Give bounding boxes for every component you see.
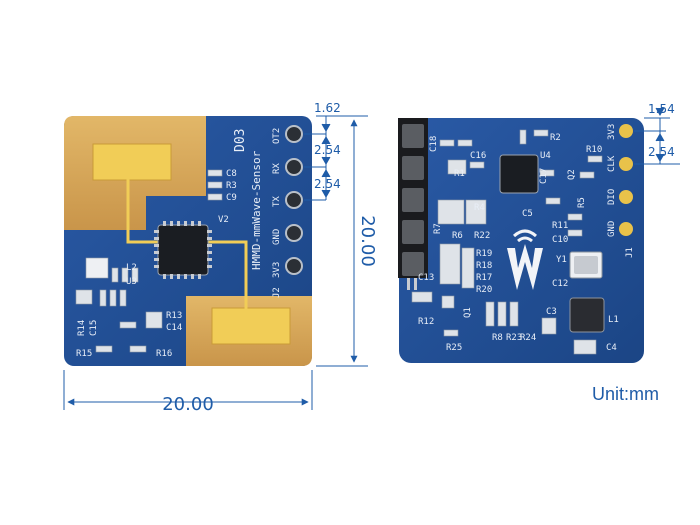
back-ref: R12 (418, 317, 434, 327)
back-ref: R7 (433, 223, 443, 234)
back-ref: C5 (522, 209, 533, 219)
board-width-label: 20.00 (162, 394, 214, 415)
back-ref: C4 (606, 343, 617, 353)
front-ref: R15 (76, 349, 92, 359)
back-ref: C18 (429, 136, 439, 152)
front-pin-label-5: 3V3 (272, 262, 282, 278)
back-ref: R19 (476, 249, 492, 259)
back-pitch-1-label: 2.54 (648, 145, 675, 159)
front-ref: L2 (126, 263, 137, 273)
back-ref: R22 (474, 231, 490, 241)
back-ref: R11 (552, 221, 568, 231)
back-ref: R17 (476, 273, 492, 283)
revision-silk: D03 (233, 129, 248, 152)
back-ref: C10 (552, 235, 568, 245)
back-ref: R2 (550, 133, 561, 143)
back-pin-label-2: CLK (607, 155, 617, 172)
front-ref: C9 (226, 193, 237, 203)
back-ref: Q1 (463, 307, 473, 318)
back-ref: R24 (520, 333, 536, 343)
mcu-chip (499, 154, 539, 194)
front-ref: C14 (166, 323, 182, 333)
back-connector-ref: J1 (625, 247, 635, 258)
back-ref: L1 (608, 315, 619, 325)
back-ref: C3 (546, 307, 557, 317)
front-pitch-top-label: 1.62 (314, 101, 341, 115)
back-pin-label-3: DIO (607, 189, 617, 205)
back-pin-label-4: GND (607, 221, 617, 237)
manufacturer-logo (507, 229, 543, 290)
back-pin-label-1: 3V3 (607, 124, 617, 140)
unit-label: Unit:mm (592, 384, 659, 404)
antenna-patch-bottom (211, 307, 291, 345)
front-pitch-2-label: 2.54 (314, 177, 341, 191)
back-ref: U4 (540, 151, 551, 161)
back-board: 3V3 CLK DIO GND J1 C18 R1 C16 R2 U4 Q2 R… (398, 118, 644, 363)
back-ref: R5 (577, 197, 587, 208)
back-ref: R10 (586, 145, 602, 155)
front-ref: U3 (126, 277, 137, 287)
inductor (569, 297, 605, 333)
front-ref: R3 (226, 181, 237, 191)
back-ref: Q2 (567, 169, 577, 180)
back-ref: C16 (470, 151, 486, 161)
back-ref: C12 (552, 279, 568, 289)
radar-chip (157, 224, 209, 276)
front-pin-label-4: GND (272, 229, 282, 245)
product-name-silk: HMMD-mmWave-Sensor (250, 150, 263, 270)
front-pin-label-3: TX (272, 196, 282, 207)
front-ref: C15 (89, 320, 99, 336)
back-ref: R23 (506, 333, 522, 343)
front-dimensions (63, 115, 368, 410)
front-pin-label-1: OT2 (272, 128, 282, 144)
front-board: HMMD-mmWave-Sensor D03 OT2 RX TX GND 3V3… (64, 116, 312, 366)
front-pitch-1-label: 2.54 (314, 143, 341, 157)
front-pin-label-2: RX (272, 163, 282, 174)
back-ref: R18 (476, 261, 492, 271)
back-ref: R6 (452, 231, 463, 241)
back-ref: C13 (418, 273, 434, 283)
back-dimensions (634, 107, 680, 165)
front-ref: R13 (166, 311, 182, 321)
board-height-label: 20.00 (357, 215, 378, 267)
back-ref: C17 (539, 168, 549, 184)
front-ref: C8 (226, 169, 237, 179)
front-connector-ref: J2 (272, 287, 282, 298)
front-ref: V2 (218, 215, 229, 225)
back-pitch-top-label: 1.54 (648, 102, 675, 116)
antenna-patch-top (92, 143, 172, 181)
back-ref: Y1 (556, 255, 567, 265)
back-ref: R25 (446, 343, 462, 353)
back-ref: R20 (476, 285, 492, 295)
back-ref: R1 (454, 169, 465, 179)
front-ref: R16 (156, 349, 172, 359)
front-pin-header (285, 125, 303, 275)
back-pin-pads (619, 124, 633, 236)
back-ref: R8 (492, 333, 503, 343)
back-ref: R4 (474, 203, 485, 213)
front-ref: R14 (77, 320, 87, 336)
